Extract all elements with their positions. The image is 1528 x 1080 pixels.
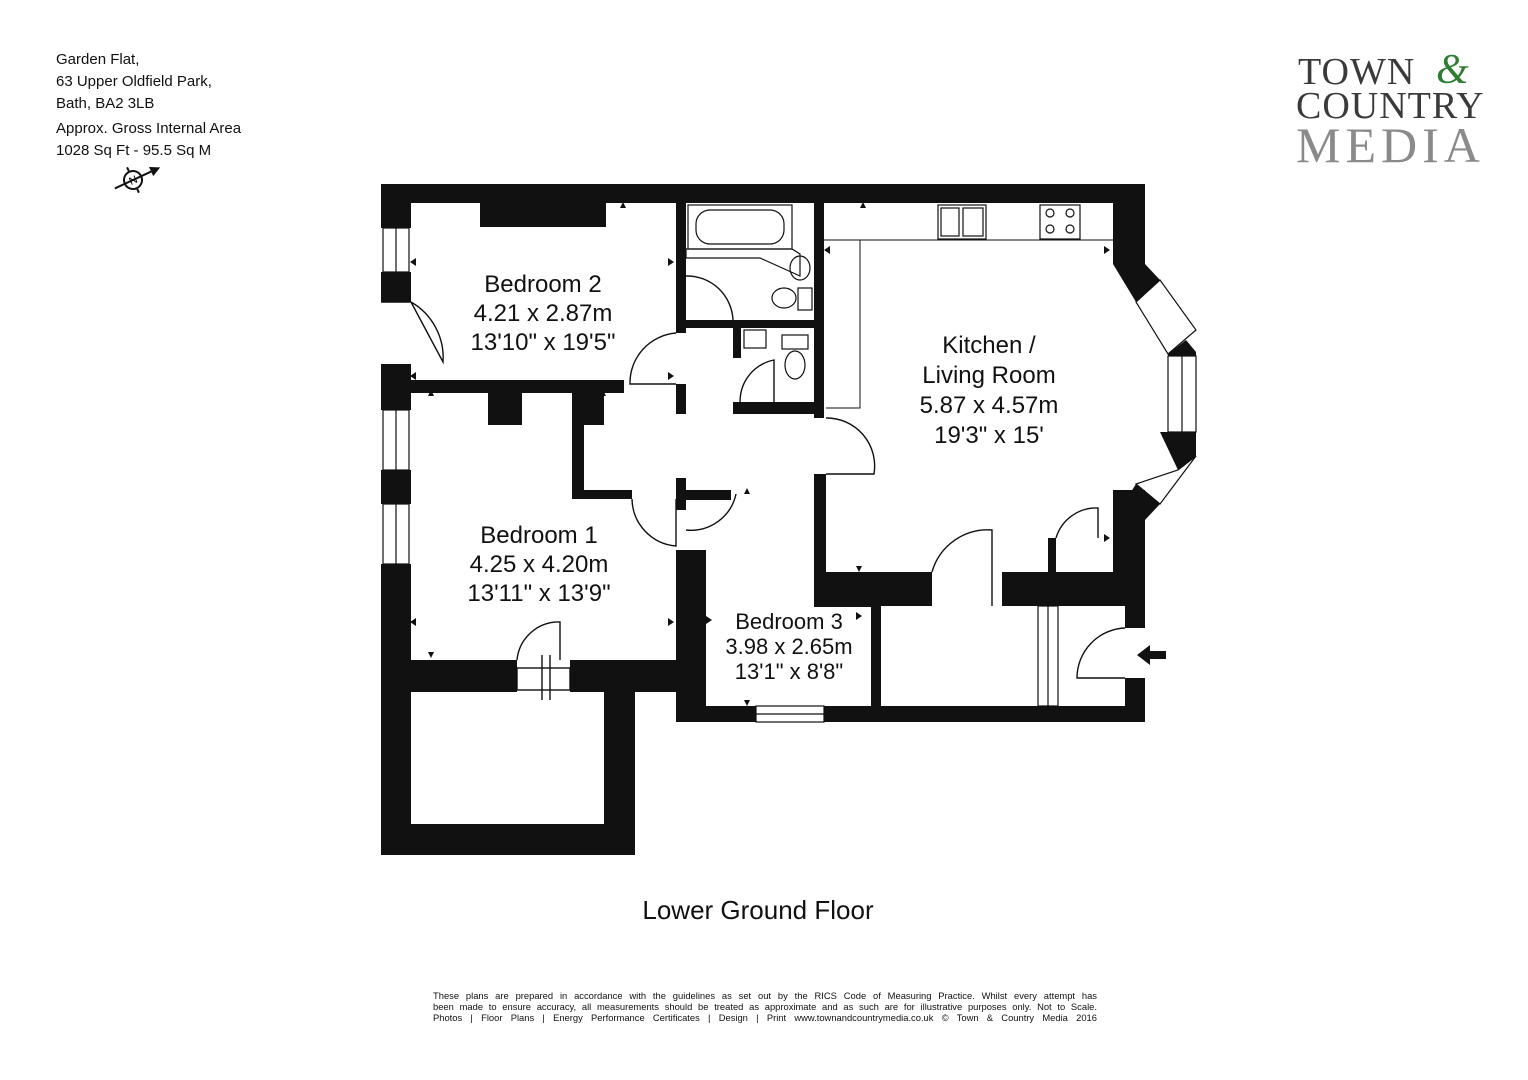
room-metric: 5.87 x 4.57m [919, 392, 1059, 419]
room-imperial: 13'10" x 19'5" [470, 329, 616, 356]
toilet-icon [771, 287, 797, 309]
room-name-line-2: Living Room [922, 362, 1056, 389]
room-name: Bedroom 1 [480, 522, 598, 549]
room-kitchen-living: Kitchen / Living Room 5.87 x 4.57m 19'3"… [920, 331, 1059, 451]
hob-icon [1039, 204, 1081, 240]
disclaimer-line-1: These plans are prepared in accordance w… [433, 990, 1097, 1001]
room-imperial: 13'11" x 13'9" [467, 580, 611, 607]
logo-line-3: MEDIA [1296, 117, 1485, 173]
room-metric: 4.25 x 4.20m [469, 551, 609, 578]
fixtures [685, 204, 1113, 707]
area-value: 1028 Sq Ft - 95.5 Sq M [56, 142, 212, 159]
entrance-arrow-icon [1137, 645, 1166, 665]
room-imperial: 13'1" x 8'8" [734, 659, 844, 684]
logo-line-1: TOWN [1298, 51, 1416, 93]
sink-icon [789, 255, 811, 281]
room-bedroom-2: Bedroom 2 4.21 x 2.87m 13'10" x 19'5" [471, 270, 616, 357]
disclaimer: These plans are prepared in accordance w… [433, 990, 1097, 1023]
room-imperial: 19'3" x 15' [934, 422, 1044, 449]
doors [381, 275, 1126, 679]
walls [381, 184, 1196, 855]
room-name: Bedroom 2 [484, 271, 602, 298]
room-name-line-1: Kitchen / [942, 332, 1036, 359]
area-label: Approx. Gross Internal Area [56, 120, 242, 137]
steps-icon [516, 655, 571, 700]
kitchen-sink-icon [937, 204, 987, 240]
address-line-1: Garden Flat, [56, 51, 140, 68]
room-metric: 3.98 x 2.65m [725, 634, 853, 659]
disclaimer-line-2: been made to ensure accuracy, all measur… [433, 1001, 1097, 1012]
disclaimer-line-3: Photos | Floor Plans | Energy Performanc… [433, 1012, 1097, 1023]
address-line-2: 63 Upper Oldfield Park, [56, 73, 212, 90]
compass-letter: N [127, 174, 139, 188]
logo-ampersand: & [1436, 47, 1469, 93]
room-bedroom-1: Bedroom 1 4.25 x 4.20m 13'11" x 13'9" [467, 521, 610, 608]
logo-line-2: COUNTRY [1296, 85, 1485, 127]
compass-icon: N [114, 166, 161, 194]
ceiling-markers [410, 202, 1110, 706]
windows [382, 227, 1197, 723]
room-bedroom-3: Bedroom 3 3.98 x 2.65m 13'1" x 8'8" [725, 609, 852, 684]
wc-toilet-icon [784, 350, 806, 380]
wc-sink-icon [743, 329, 767, 349]
room-name: Bedroom 3 [735, 609, 843, 634]
address-line-3: Bath, BA2 3LB [56, 95, 155, 112]
company-logo: TOWN & COUNTRY MEDIA [1296, 47, 1486, 173]
room-metric: 4.21 x 2.87m [473, 300, 613, 327]
floor-title: Lower Ground Floor [642, 895, 874, 925]
property-address: Garden Flat, 63 Upper Oldfield Park, Bat… [56, 49, 241, 162]
